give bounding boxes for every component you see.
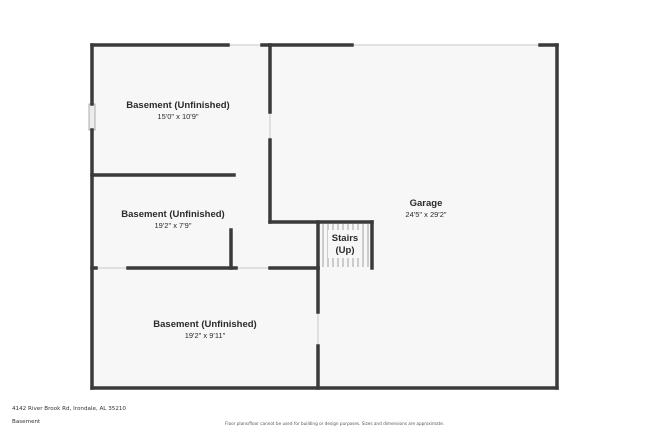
- window: [88, 103, 96, 131]
- room-label-stairs: Stairs: [332, 233, 358, 244]
- room-dimensions-basement-2: 19'2" x 7'9": [155, 221, 192, 230]
- room-dimensions-garage: 24'5" x 29'2": [405, 210, 446, 219]
- room-label-stairs-up: (Up): [336, 245, 355, 256]
- property-address: 4142 River Brook Rd, Irondale, AL 35210: [12, 406, 126, 412]
- room-dimensions-basement-3: 19'2" x 9'11": [185, 331, 226, 340]
- floor-area: [92, 45, 557, 388]
- room-label-garage: Garage: [410, 198, 443, 209]
- stairs-label-bg: [328, 230, 362, 258]
- room-label-basement-1: Basement (Unfinished): [126, 100, 229, 111]
- floor-level-label: Basement: [12, 419, 41, 425]
- openings: [96, 44, 540, 346]
- room-label-basement-3: Basement (Unfinished): [153, 319, 256, 330]
- room-dimensions-basement-1: 15'0" x 10'9": [157, 112, 198, 121]
- room-label-basement-2: Basement (Unfinished): [121, 209, 224, 220]
- walls: [90, 43, 559, 390]
- disclaimer-text: Floor plans/floor cannot be used for bui…: [225, 421, 445, 426]
